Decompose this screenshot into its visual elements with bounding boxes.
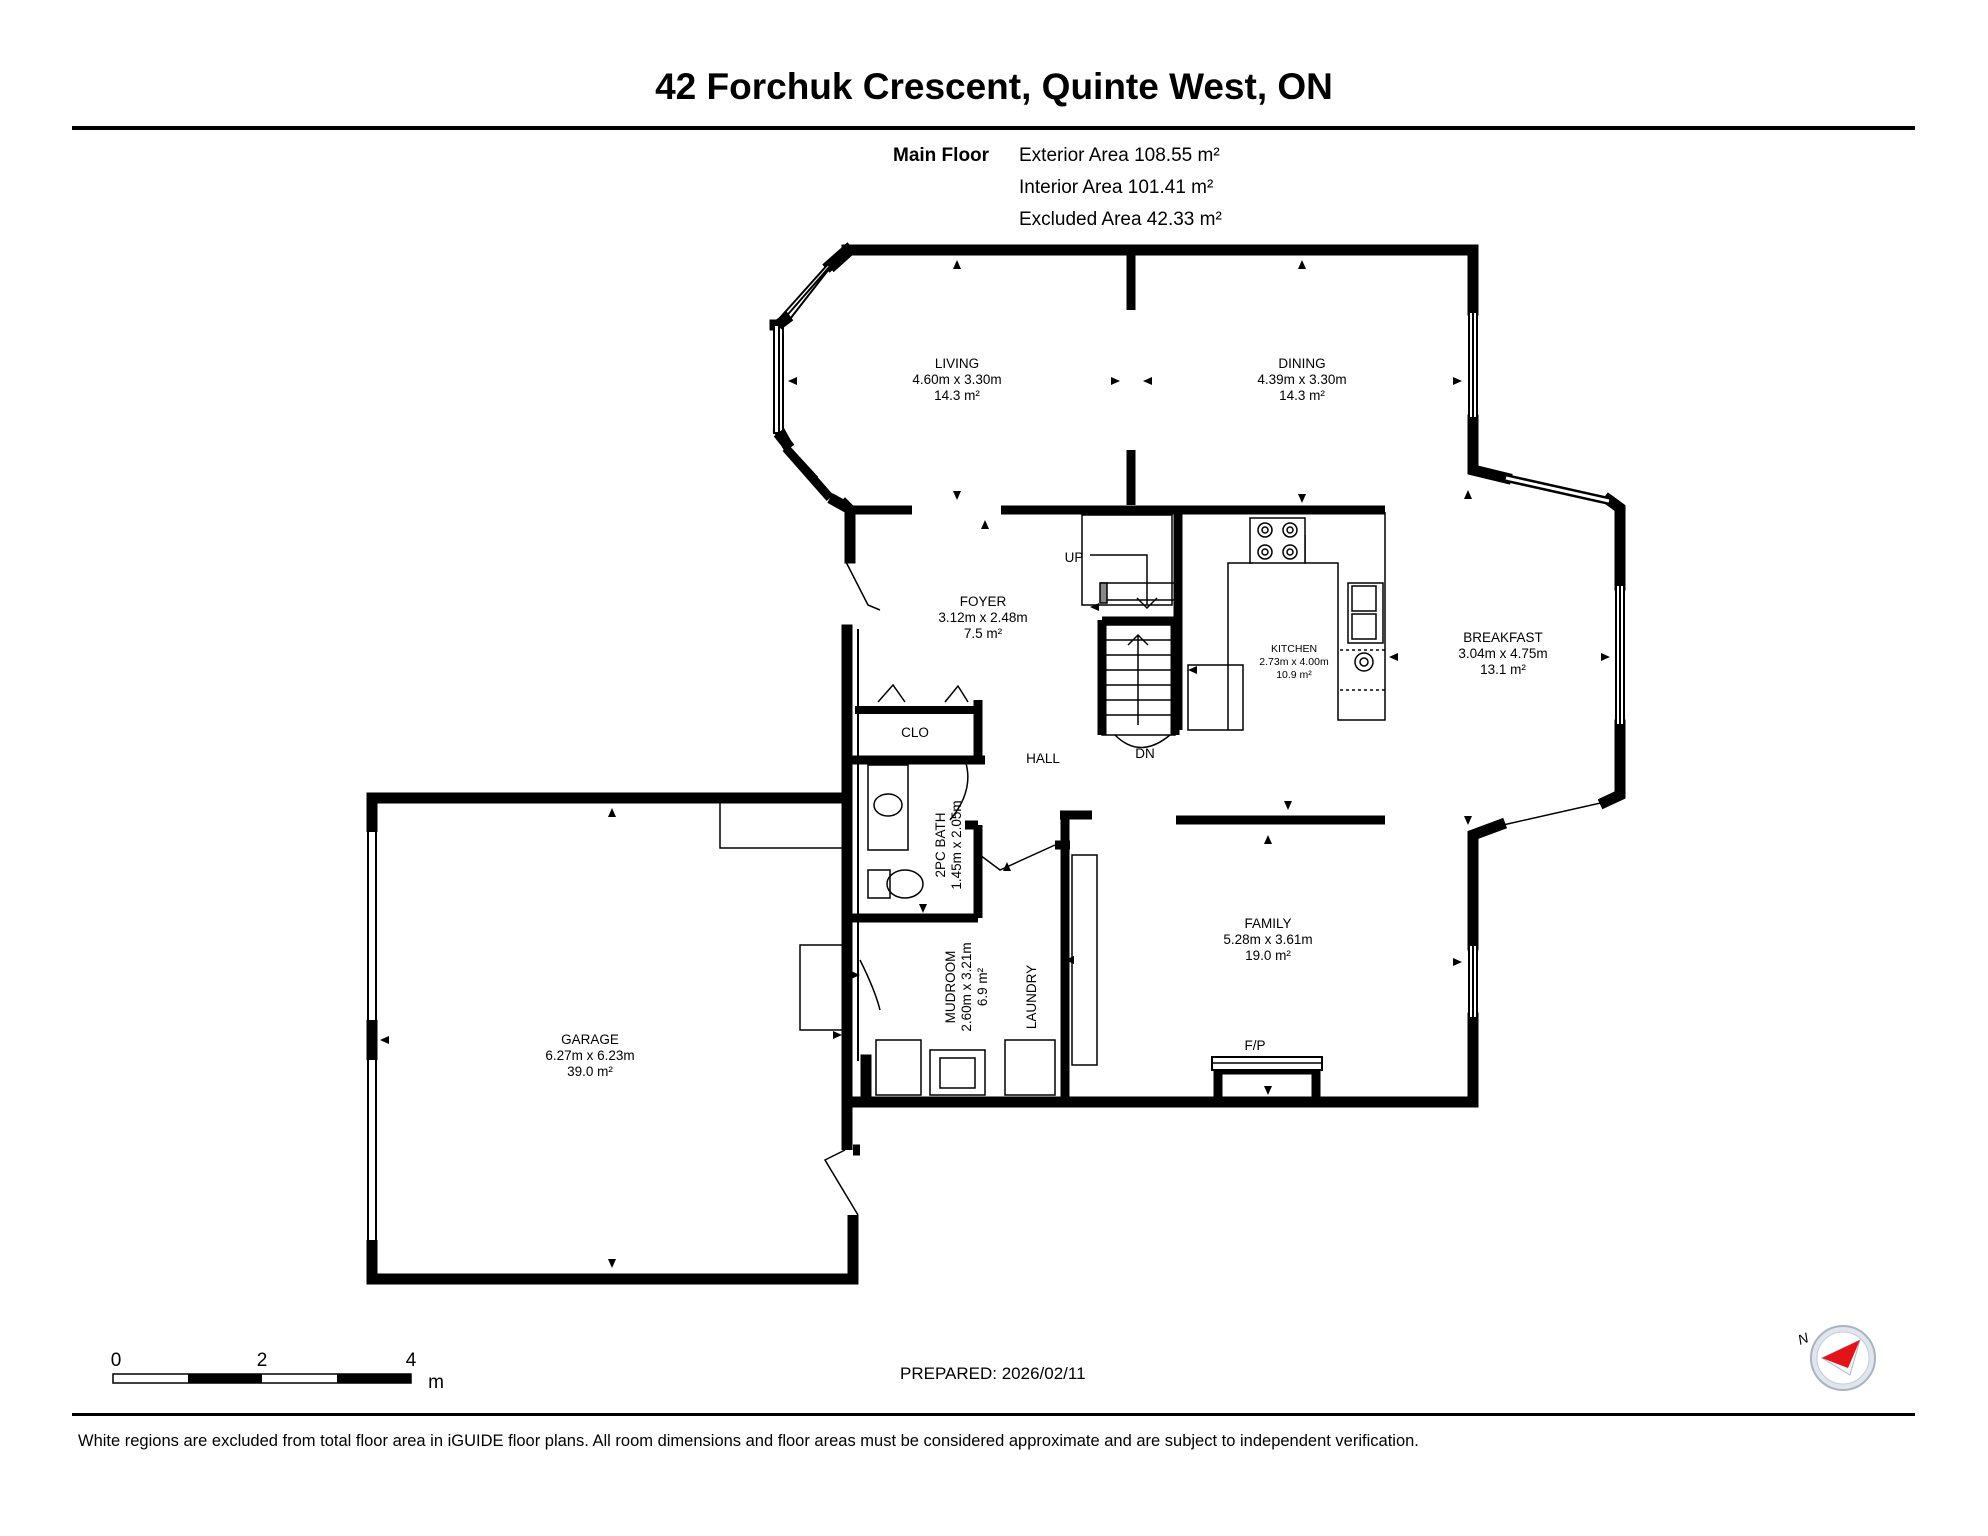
breakfast-area: 13.1 m² bbox=[1480, 662, 1526, 677]
dining-name: DINING bbox=[1278, 356, 1325, 371]
living-name: LIVING bbox=[935, 356, 979, 371]
garage-area: 39.0 m² bbox=[567, 1064, 613, 1079]
bay-wall-segments bbox=[773, 245, 854, 513]
prepared-date: PREPARED: 2026/02/11 bbox=[900, 1364, 1086, 1383]
living-dims: 4.60m x 3.30m bbox=[912, 372, 1001, 387]
garage-dims: 6.27m x 6.23m bbox=[545, 1048, 634, 1063]
breakfast-dims: 3.04m x 4.75m bbox=[1458, 646, 1547, 661]
foyer-dims: 3.12m x 2.48m bbox=[938, 610, 1027, 625]
stairs-down-label: DN bbox=[1135, 746, 1155, 761]
kitchen-name: KITCHEN bbox=[1271, 643, 1317, 655]
fireplace-label: F/P bbox=[1244, 1038, 1265, 1053]
scale-tick-2: 2 bbox=[257, 1350, 268, 1371]
scale-tick-4: 4 bbox=[406, 1350, 417, 1371]
living-area: 14.3 m² bbox=[934, 388, 980, 403]
family-name: FAMILY bbox=[1244, 916, 1291, 931]
foyer-name: FOYER bbox=[960, 594, 1007, 609]
foyer-area: 7.5 m² bbox=[964, 626, 1003, 641]
garage-doors bbox=[367, 832, 377, 1240]
scale-unit: m bbox=[428, 1372, 444, 1393]
garage-walls bbox=[366, 792, 866, 1285]
mudroom-dims: 2.60m x 3.21m bbox=[959, 942, 974, 1031]
interior-area: Interior Area 101.41 m² bbox=[1019, 177, 1214, 198]
excluded-area: Excluded Area 42.33 m² bbox=[1019, 209, 1222, 230]
breakfast-name: BREAKFAST bbox=[1463, 630, 1543, 645]
title-divider bbox=[72, 126, 1915, 130]
compass-north-label: N bbox=[1796, 1329, 1812, 1348]
dining-dims: 4.39m x 3.30m bbox=[1257, 372, 1346, 387]
hall-label: HALL bbox=[1026, 751, 1060, 766]
kitchen-dims: 2.73m x 4.00m bbox=[1259, 656, 1329, 668]
mudroom-name: MUDROOM bbox=[943, 951, 958, 1024]
family-area: 19.0 m² bbox=[1245, 948, 1291, 963]
laundry-label: LAUNDRY bbox=[1024, 965, 1039, 1029]
mudroom-area: 6.9 m² bbox=[975, 967, 990, 1006]
family-dims: 5.28m x 3.61m bbox=[1223, 932, 1312, 947]
dining-area: 14.3 m² bbox=[1279, 388, 1325, 403]
closet-label: CLO bbox=[901, 725, 929, 740]
exterior-area: Exterior Area 108.55 m² bbox=[1019, 145, 1220, 166]
page-title: 42 Forchuk Crescent, Quinte West, ON bbox=[655, 66, 1333, 107]
north-compass-icon: N bbox=[1796, 1325, 1876, 1391]
garage-name: GARAGE bbox=[561, 1032, 619, 1047]
footer-divider bbox=[72, 1413, 1915, 1416]
stairs-up-label: UP bbox=[1065, 550, 1084, 565]
counters-and-fixtures bbox=[719, 512, 1386, 1096]
bath-name: 2PC BATH bbox=[933, 812, 948, 877]
scale-bar: 0 2 4 m bbox=[111, 1350, 444, 1393]
bath-dims: 1.45m x 2.05m bbox=[949, 800, 964, 889]
view-markers bbox=[380, 260, 1610, 1268]
kitchen-area: 10.9 m² bbox=[1276, 669, 1312, 681]
scale-tick-0: 0 bbox=[111, 1350, 122, 1371]
disclaimer-text: White regions are excluded from total fl… bbox=[78, 1432, 1419, 1450]
floor-label: Main Floor bbox=[893, 145, 990, 166]
door-swings bbox=[823, 559, 1171, 1216]
